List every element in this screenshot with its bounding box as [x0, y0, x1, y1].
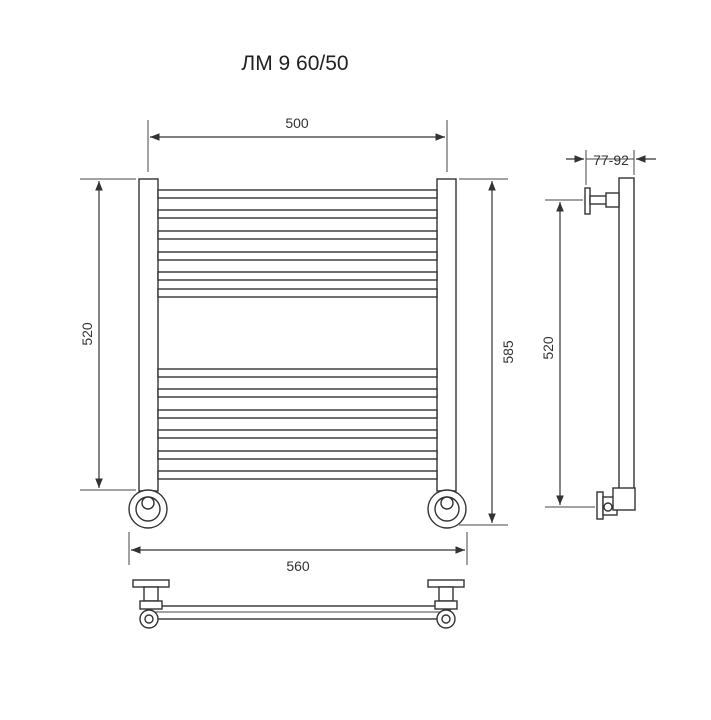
left-connection-fitting: [128, 489, 168, 529]
top-view: [132, 579, 465, 629]
plan-right-valve: [427, 579, 465, 629]
side-collector: [618, 177, 635, 491]
left-height-label: 520: [79, 322, 95, 346]
dimension-side-height: 520: [540, 199, 595, 508]
right-collector: [436, 178, 457, 492]
left-collector: [138, 178, 159, 492]
top-width-label: 500: [285, 115, 309, 131]
dimension-right-height: 585: [459, 178, 516, 526]
dimension-top-width: 500: [147, 115, 448, 172]
side-upper-bracket: [584, 187, 620, 215]
side-depth-label: 77-92: [593, 152, 629, 168]
plan-left-valve: [132, 579, 170, 629]
side-lower-valve: [596, 487, 636, 520]
front-view: 500 520 585 560: [79, 115, 516, 574]
dimension-left-height: 520: [79, 178, 136, 491]
dimension-side-depth: 77-92: [566, 150, 656, 185]
side-height-label: 520: [540, 336, 556, 360]
dimension-bottom-width: 560: [128, 532, 468, 574]
model-title: ЛМ 9 60/50: [241, 52, 349, 75]
bottom-width-label: 560: [286, 558, 310, 574]
side-view: 77-92 520: [540, 150, 656, 520]
rungs-lower: [157, 368, 438, 480]
right-height-label: 585: [500, 340, 516, 364]
right-connection-fitting: [427, 489, 467, 529]
rungs-upper: [157, 189, 438, 298]
